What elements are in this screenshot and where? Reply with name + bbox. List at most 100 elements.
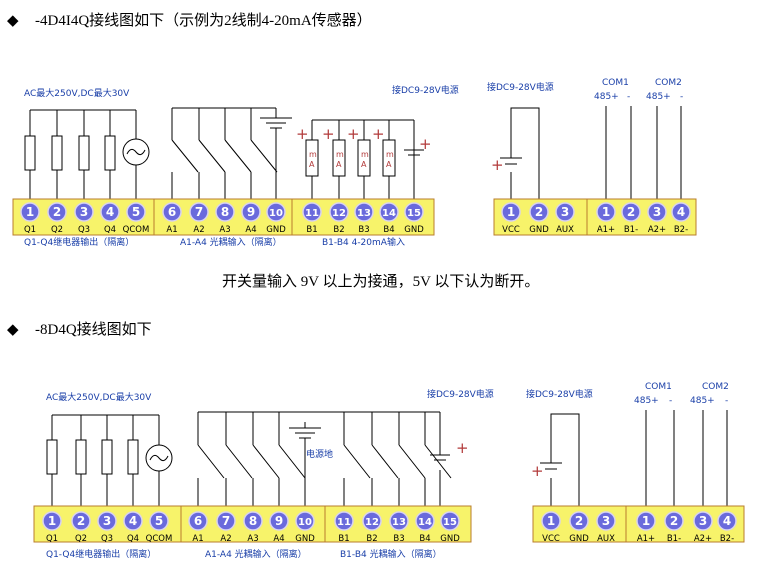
svg-text:+: + (372, 125, 385, 143)
terminal-number: 2 (575, 514, 583, 528)
terminal-2 (664, 511, 684, 531)
terminal-number: 1 (48, 514, 56, 528)
terminal-number: 11 (337, 517, 351, 528)
terminal-number: 2 (627, 205, 635, 219)
terminal-14 (379, 202, 399, 222)
terminal-pin-label: B1- (667, 534, 681, 544)
terminal-number: 8 (249, 514, 257, 528)
terminal-number: 9 (275, 514, 283, 528)
terminal-pin-label: A1+ (597, 225, 615, 235)
terminal-pin-label: VCC (502, 225, 520, 235)
terminal-3 (693, 511, 713, 531)
terminal-pin-label: GND (266, 225, 286, 235)
terminal-1 (501, 202, 521, 222)
terminal-pin-label: Q3 (101, 534, 113, 544)
section2-group-q: Q1-Q4继电器输出（隔离） (46, 548, 156, 560)
terminal-pin-label: A3 (247, 534, 258, 544)
terminal-number: 2 (77, 514, 85, 528)
section1-sensor-wiring: + + + + + (296, 119, 432, 201)
svg-text:m: m (361, 150, 369, 159)
terminal-12 (329, 202, 349, 222)
svg-text:+: + (491, 156, 504, 174)
terminal-number: 1 (26, 205, 34, 219)
terminal-15 (440, 511, 460, 531)
terminal-number: 5 (132, 205, 140, 219)
terminal-2 (569, 511, 589, 531)
terminal-number: 2 (53, 205, 61, 219)
terminal-pin-label: A2 (193, 225, 204, 235)
section1-com2-label: COM2 (655, 78, 682, 88)
svg-text:m: m (336, 150, 344, 159)
terminal-5 (126, 202, 146, 222)
terminal-number: 4 (106, 205, 114, 219)
terminal-pin-label: B2- (720, 534, 734, 544)
terminal-pin-label: B1 (338, 534, 349, 544)
section1-power-label-a: 接DC9-28V电源 (392, 84, 459, 96)
svg-text:A: A (361, 160, 367, 169)
terminal-2 (529, 202, 549, 222)
terminal-number: 4 (723, 514, 731, 528)
section1-heading: -4D4I4Q接线图如下（示例为2线制4-20mA传感器） (35, 12, 372, 29)
terminal-4 (100, 202, 120, 222)
section2-ground-label: 电源地 (306, 448, 333, 460)
section1-switch-wiring (171, 107, 292, 201)
terminal-11 (334, 511, 354, 531)
terminal-number: 4 (129, 514, 137, 528)
section2-header: ◆ -8D4Q接线图如下 (7, 321, 152, 338)
com-top-label: - (680, 92, 683, 102)
terminal-pin-label: GND (529, 225, 549, 235)
section1-note: 开关量输入 9V 以上为接通，5V 以下认为断开。 (222, 273, 539, 290)
section1-power-label-b: 接DC9-28V电源 (487, 81, 554, 93)
terminal-number: 3 (103, 514, 111, 528)
section2-com-top-labels: 485+ - 485+ - (634, 396, 728, 406)
terminal-number: 11 (305, 208, 319, 219)
terminal-number: 12 (365, 517, 379, 528)
terminal-1 (596, 202, 616, 222)
terminal-pin-label: GND (440, 534, 460, 544)
terminal-number: 2 (535, 205, 543, 219)
terminal-number: 13 (357, 208, 371, 219)
section1-group-q: Q1-Q4继电器输出（隔离） (24, 236, 134, 248)
terminal-number: 14 (418, 517, 432, 528)
terminal-pin-label: A4 (245, 225, 256, 235)
terminal-pin-label: A4 (273, 534, 284, 544)
terminal-pin-label: A1 (192, 534, 203, 544)
svg-text:A: A (336, 160, 342, 169)
terminal-pin-label: VCC (542, 534, 560, 544)
terminal-7 (216, 511, 236, 531)
section2-com-terminals: 1A1+ 2B1- 3A2+ 4B2- (636, 511, 737, 544)
section2-group-b: B1-B4 光耦输入（隔离） (340, 548, 442, 560)
terminal-pin-label: A1+ (637, 534, 655, 544)
terminal-13 (389, 511, 409, 531)
terminal-pin-label: A2+ (694, 534, 712, 544)
terminal-12 (362, 511, 382, 531)
terminal-2 (621, 202, 641, 222)
terminal-10 (266, 202, 286, 222)
section1-group-b: B1-B4 4-20mA输入 (322, 236, 405, 248)
section1-com1-label: COM1 (602, 78, 629, 88)
terminal-pin-label: Q3 (78, 225, 90, 235)
terminal-pin-label: A2+ (648, 225, 666, 235)
terminal-pin-label: Q4 (104, 225, 116, 235)
section1-bullet: ◆ (7, 13, 19, 29)
terminal-pin-label: A3 (219, 225, 230, 235)
terminal-number: 8 (221, 205, 229, 219)
terminal-number: 2 (670, 514, 678, 528)
terminal-number: 3 (80, 205, 88, 219)
terminal-5 (149, 511, 169, 531)
terminal-1 (20, 202, 40, 222)
terminal-1 (636, 511, 656, 531)
terminal-pin-label: Q4 (127, 534, 139, 544)
section1-relay-wiring (24, 109, 150, 201)
terminal-number: 5 (155, 514, 163, 528)
terminal-pin-label: B2 (333, 225, 344, 235)
terminal-3 (97, 511, 117, 531)
terminal-number: 3 (699, 514, 707, 528)
section1-com-terminals: 1A1+2B1-3A2+4B2- (596, 202, 691, 235)
com-top-label: - (725, 396, 728, 406)
terminal-number: 1 (642, 514, 650, 528)
section2-switch-wiring: + (197, 411, 469, 512)
